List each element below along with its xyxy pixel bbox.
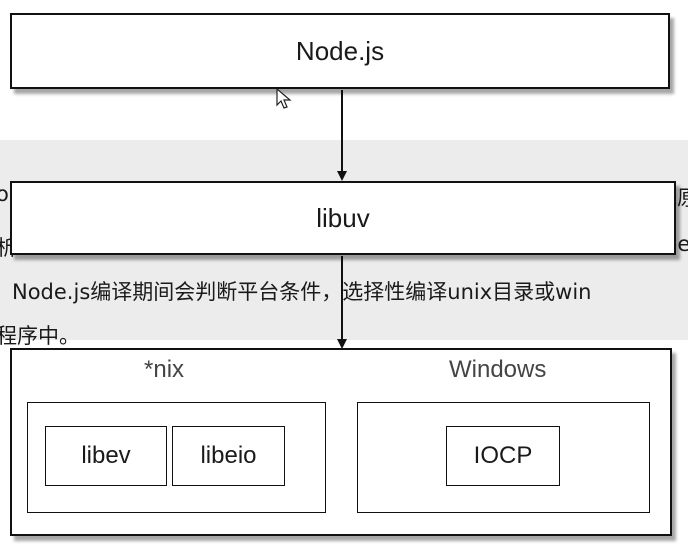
nix-label: *nix xyxy=(144,356,185,383)
libuv-box: libuv xyxy=(10,181,676,255)
nodejs-box: Node.js xyxy=(10,13,670,89)
bg-text-line4: 程序中。 xyxy=(0,324,80,348)
bg-text-line1-left: o xyxy=(0,182,9,206)
windows-label: Windows xyxy=(449,356,547,383)
libev-box: libev xyxy=(45,426,167,486)
libev-label: libev xyxy=(81,442,131,469)
libeio-label: libeio xyxy=(200,442,257,469)
libuv-label: libuv xyxy=(316,202,370,233)
iocp-label: IOCP xyxy=(473,442,533,469)
iocp-box: IOCP xyxy=(446,426,560,486)
mouse-cursor-icon xyxy=(276,88,292,109)
bg-text-line3: Node.js编译期间会判断平台条件，选择性编译unix目录或win xyxy=(12,280,592,304)
nodejs-label: Node.js xyxy=(295,35,385,66)
libeio-box: libeio xyxy=(172,426,285,486)
